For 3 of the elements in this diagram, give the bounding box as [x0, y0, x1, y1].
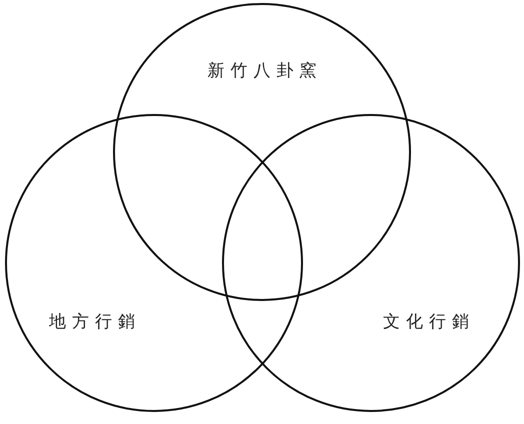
circle-label: 文化行銷: [383, 310, 475, 332]
circle-label: 新竹八卦窯: [208, 60, 322, 82]
circle-label: 地方行銷: [49, 310, 141, 332]
